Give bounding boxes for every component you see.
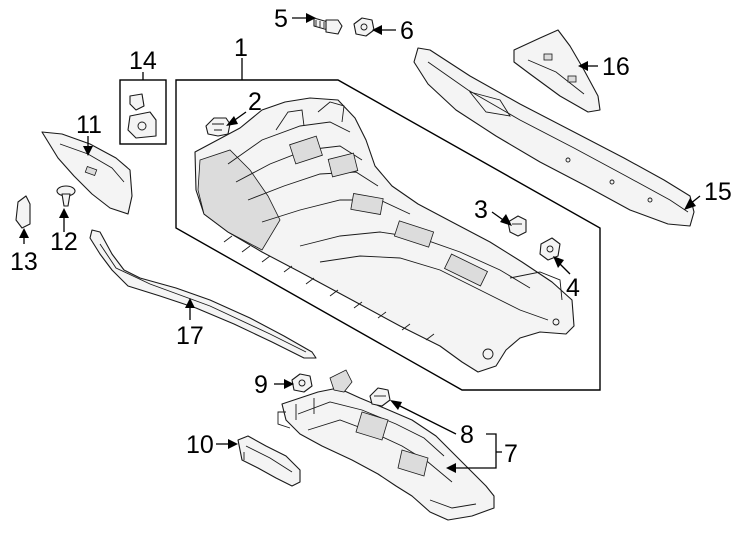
part-1-frame xyxy=(175,79,601,391)
callout-7: 7 xyxy=(504,440,518,468)
callout-10: 10 xyxy=(186,431,214,459)
callout-6: 6 xyxy=(400,17,414,45)
callout-12: 12 xyxy=(50,228,78,256)
part-13-cap xyxy=(15,195,31,229)
callout-5: 5 xyxy=(274,5,288,33)
part-10-bracket xyxy=(237,435,301,487)
part-16-bracket xyxy=(513,29,601,113)
callout-15: 15 xyxy=(704,178,732,206)
callout-13: 13 xyxy=(10,248,38,276)
part-9-nut xyxy=(291,373,313,393)
part-12-push-pin xyxy=(56,185,76,207)
callout-1: 1 xyxy=(234,34,248,62)
callout-14: 14 xyxy=(129,47,157,75)
part-3-clip xyxy=(507,215,527,237)
part-7-duct xyxy=(277,369,495,521)
part-1-console-body xyxy=(194,97,575,373)
part-2-clip xyxy=(205,117,231,137)
part-5-bolt xyxy=(313,17,343,35)
callout-17: 17 xyxy=(176,322,204,350)
callout-11: 11 xyxy=(76,111,102,139)
callout-16: 16 xyxy=(602,53,630,81)
callout-4: 4 xyxy=(566,274,580,302)
part-14-clip xyxy=(127,93,157,139)
part-11-trim-panel xyxy=(41,131,133,215)
part-15-rail xyxy=(413,47,695,227)
callout-9: 9 xyxy=(254,371,268,399)
part-6-nut xyxy=(353,17,375,37)
leaders xyxy=(19,13,701,473)
callout-3: 3 xyxy=(474,196,488,224)
callout-2: 2 xyxy=(248,88,262,116)
part-8-clip xyxy=(369,387,391,407)
part-4-nut-clip xyxy=(539,237,561,261)
callout-8: 8 xyxy=(460,421,474,449)
part-17-trim-strip xyxy=(89,229,317,359)
